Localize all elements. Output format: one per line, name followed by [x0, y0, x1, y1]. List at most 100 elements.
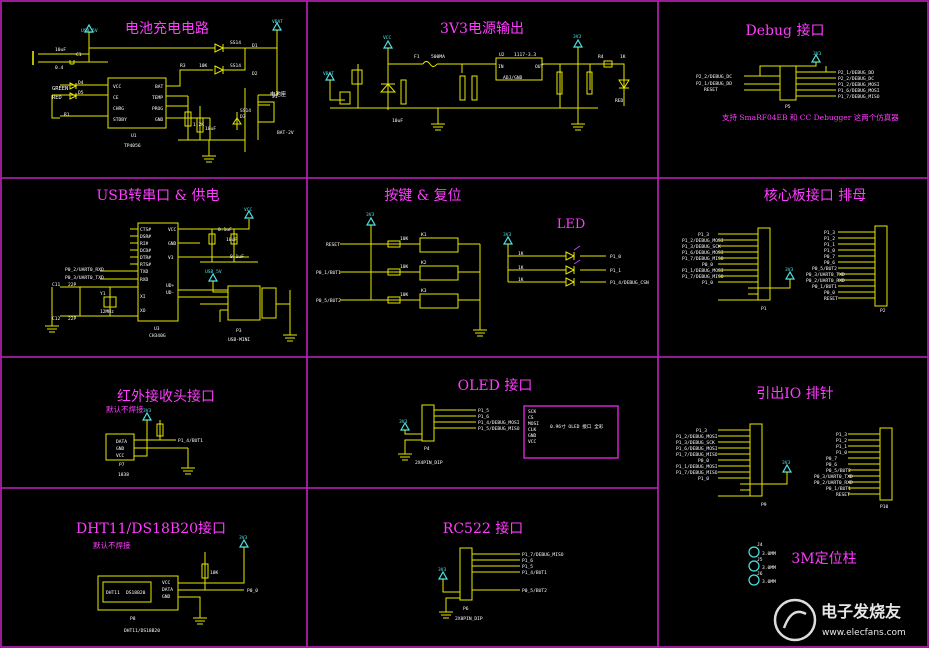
- svg-text:P1_7/DEBUG_MISO: P1_7/DEBUG_MISO: [676, 452, 718, 458]
- title-oled: OLED 接口: [458, 377, 533, 394]
- svg-text:SCK: SCK: [528, 409, 537, 415]
- p9-ref: P9: [761, 502, 767, 508]
- title-dht: DHT11/DS18B20接口: [76, 520, 226, 537]
- svg-text:USB_5V: USB_5V: [205, 269, 222, 275]
- svg-text:VCC: VCC: [244, 207, 253, 213]
- svg-text:1K: 1K: [518, 265, 524, 271]
- ir-part: 1838: [118, 472, 129, 478]
- svg-text:P0_0: P0_0: [824, 290, 835, 296]
- title-led: LED: [557, 217, 586, 232]
- vbat-label: VBAT: [272, 19, 283, 25]
- svg-text:P1_7/DEBUG_MISO: P1_7/DEBUG_MISO: [682, 256, 724, 262]
- svg-text:DHT11: DHT11: [106, 590, 120, 596]
- svg-text:XO: XO: [140, 308, 146, 314]
- p4-type: 2X4PIN_DIP: [415, 460, 443, 466]
- p7-ref: P7: [119, 462, 125, 468]
- svg-text:10uF: 10uF: [226, 237, 237, 243]
- svg-text:3V3: 3V3: [143, 408, 152, 414]
- svg-text:1K: 1K: [518, 251, 524, 257]
- svg-text:3.0MM: 3.0MM: [762, 565, 776, 571]
- io-header: P9 P10 3V3 P1_3 P1_2/DEBUG_MOSI P1_3/DEB…: [676, 423, 893, 510]
- p6-type: 2X8PIN_DIP: [455, 616, 483, 622]
- svg-text:P1_6: P1_6: [478, 414, 489, 420]
- svg-text:P0_5/BUT2: P0_5/BUT2: [316, 298, 341, 304]
- svg-text:1.2K: 1.2K: [193, 122, 204, 128]
- svg-text:RI#: RI#: [140, 241, 149, 247]
- svg-text:P0_1/BUT1: P0_1/BUT1: [812, 284, 837, 290]
- svg-text:P2_1/DEBUG_DD: P2_1/DEBUG_DD: [696, 81, 732, 87]
- svg-text:SS14: SS14: [230, 40, 241, 46]
- svg-text:P1_3: P1_3: [836, 432, 847, 438]
- svg-text:GND: GND: [168, 241, 177, 247]
- svg-text:P0_3/UART0_TXD: P0_3/UART0_TXD: [806, 272, 845, 278]
- svg-text:RESET: RESET: [326, 242, 340, 248]
- svg-text:RESET: RESET: [704, 87, 718, 93]
- svg-text:D1: D1: [252, 43, 258, 49]
- svg-text:VCC: VCC: [116, 453, 125, 459]
- y1-ref: Y1: [100, 291, 106, 297]
- svg-text:P0_5/BUT2: P0_5/BUT2: [522, 588, 547, 594]
- svg-text:P1_1: P1_1: [824, 242, 835, 248]
- u2-ref: U2: [499, 52, 505, 58]
- svg-text:P1_2/DEBUG_MOSI: P1_2/DEBUG_MOSI: [682, 238, 724, 244]
- svg-text:10K: 10K: [400, 236, 409, 242]
- svg-text:XI: XI: [140, 294, 146, 300]
- svg-text:P1_5/DEBUG_MISO: P1_5/DEBUG_MISO: [478, 426, 520, 432]
- title-power: 3V3电源输出: [440, 21, 524, 37]
- elecfans-logo-icon: [773, 598, 817, 642]
- svg-text:OUT: OUT: [535, 64, 544, 70]
- svg-text:P0_5/BUT2: P0_5/BUT2: [826, 468, 851, 474]
- svg-text:RESET: RESET: [824, 296, 838, 302]
- note-ir: 默认不焊接: [106, 404, 144, 414]
- svg-text:P1_2/DEBUG_MOSI: P1_2/DEBUG_MOSI: [676, 434, 718, 440]
- svg-text:R1: R1: [64, 112, 70, 118]
- svg-text:0.4: 0.4: [55, 65, 64, 71]
- svg-text:P1_0: P1_0: [836, 450, 847, 456]
- svg-text:P2_2/DEBUG_DC: P2_2/DEBUG_DC: [696, 74, 732, 80]
- svg-text:P0_5/BUT2: P0_5/BUT2: [812, 266, 837, 272]
- svg-text:GND: GND: [162, 594, 171, 600]
- svg-text:RED: RED: [615, 98, 624, 104]
- svg-text:C12: C12: [52, 316, 61, 322]
- usb-mini-part: USB-MINI: [228, 337, 250, 343]
- usb5v-label: USB_5V: [81, 28, 98, 34]
- svg-text:C11: C11: [52, 282, 61, 288]
- svg-text:22P: 22P: [68, 282, 77, 288]
- svg-text:DATA: DATA: [116, 439, 127, 445]
- svg-text:P1_6: P1_6: [522, 558, 533, 564]
- svg-text:BAT: BAT: [155, 84, 164, 90]
- p10-ref: P10: [880, 504, 889, 510]
- svg-text:P0_7: P0_7: [826, 456, 837, 462]
- svg-text:3.0MM: 3.0MM: [762, 551, 776, 557]
- core-header: P1 P2 3V3 P1_3 P1_2/DEBUG_MOSI P1_3/DEBU…: [682, 225, 888, 314]
- svg-text:CLK: CLK: [528, 427, 537, 433]
- svg-text:P1_3/DEBUG_SCK: P1_3/DEBUG_SCK: [676, 440, 715, 446]
- svg-text:10K: 10K: [210, 570, 219, 576]
- led-circuit: 3V3 1K 1K 1K P1_0 P1_1 P1_4/DEBUG_CSN: [502, 232, 649, 287]
- rxd-net: P0_2/UART0_RXD: [65, 267, 104, 273]
- svg-text:P1_7/DEBUG_MISO: P1_7/DEBUG_MISO: [676, 470, 718, 476]
- oled-circuit: 3V3 P4 2X4PIN_DIP P1_5 P1_6 P1_4/DEBUG_M…: [398, 404, 619, 466]
- svg-text:GND: GND: [155, 117, 164, 123]
- p6-ref: P6: [463, 606, 469, 612]
- svg-text:P0_7: P0_7: [824, 254, 835, 260]
- svg-text:P1_0: P1_0: [824, 248, 835, 254]
- battery-type: BAT-2V: [277, 130, 294, 136]
- green-led-label: GREEN: [52, 86, 68, 92]
- svg-text:CTS#: CTS#: [140, 227, 151, 233]
- svg-text:P1_5: P1_5: [522, 564, 533, 570]
- svg-text:P2_2/DEBUG_DC: P2_2/DEBUG_DC: [838, 76, 874, 82]
- svg-text:3V3: 3V3: [438, 567, 447, 573]
- usb-circuit: VCC USB_5V U3 CH340G CTS# DSR# RI# DCD# …: [45, 207, 297, 343]
- svg-text:R4: R4: [598, 54, 604, 60]
- title-ir: 红外接收头接口: [117, 388, 215, 405]
- svg-text:UD-: UD-: [166, 290, 174, 296]
- dht-circuit: 3V3 DHT11 DS18B20 VCC DATA GND P8 DHT11/…: [97, 535, 258, 634]
- svg-text:P0_2/UART0_RXD: P0_2/UART0_RXD: [814, 480, 853, 486]
- u3-ref: U3: [154, 326, 160, 332]
- svg-text:VCC: VCC: [528, 439, 537, 445]
- title-io: 引出IO 排针: [756, 386, 833, 402]
- svg-text:P1_3: P1_3: [696, 428, 707, 434]
- svg-text:P1_0: P1_0: [698, 476, 709, 482]
- ir-circuit: DATA GND VCC P7 1838 3V3 P1_4/BUT1: [105, 408, 203, 478]
